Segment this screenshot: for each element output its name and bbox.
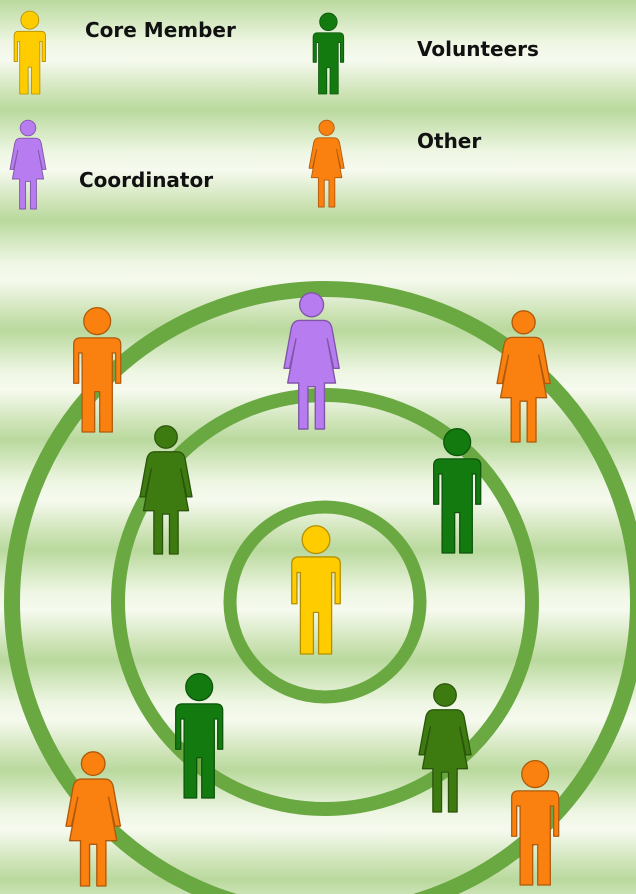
outer-ring [4, 281, 636, 894]
coordinator-top [283, 292, 340, 430]
legend-coordinator-female-person-icon [9, 119, 47, 210]
volunteer-top-right [433, 428, 482, 554]
volunteer-bottom-left [175, 673, 224, 799]
legend-label-coordinator: Coordinator [79, 168, 214, 192]
legend-core-male-person-icon [13, 10, 46, 95]
other-bottom-left [65, 751, 122, 887]
volunteer-top-left [139, 425, 193, 555]
legend-label-other: Other [417, 129, 482, 153]
core-member-center [291, 525, 341, 655]
other-bottom-right [511, 760, 560, 886]
legend-label-volunteers: Volunteers [417, 37, 539, 61]
other-top-left [73, 307, 122, 433]
legend-label-core-member: Core Member [85, 18, 236, 42]
volunteer-bottom-right [418, 683, 472, 813]
other-top-right [496, 310, 551, 443]
legend-other-female-person-icon [308, 119, 345, 208]
inner-ring [223, 500, 427, 704]
legend-volunteer-male-person-icon [312, 12, 345, 95]
